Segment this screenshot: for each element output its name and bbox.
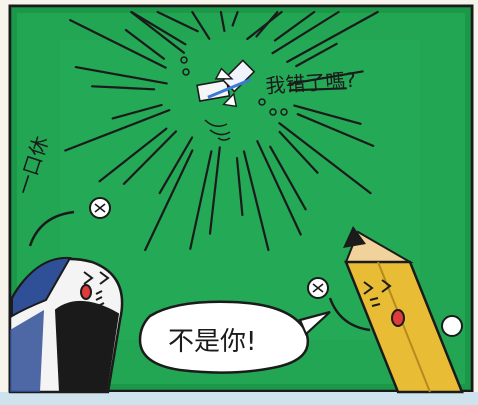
burst-line (296, 113, 375, 147)
speech-bubble: 不是你! (138, 300, 331, 374)
burst-line (255, 10, 279, 38)
burst-line (158, 136, 194, 195)
burst-line (144, 149, 194, 252)
burst-line (69, 19, 167, 69)
burst-line (90, 85, 156, 91)
burst-line (130, 10, 187, 46)
burst-line (278, 122, 372, 195)
burst-line (288, 87, 347, 92)
next-panel-strip (0, 392, 478, 405)
pencil-character (307, 226, 464, 394)
speech-bubble-text: 不是你! (168, 327, 256, 357)
burst-line (208, 146, 221, 235)
burst-lines (64, 10, 379, 252)
burst-line (231, 10, 239, 27)
pencil-face (363, 279, 405, 327)
burst-line (288, 70, 364, 86)
burst-line (286, 10, 379, 64)
eraser-face (80, 271, 110, 307)
burst-line (219, 10, 226, 32)
burst-line (130, 10, 185, 54)
burst-line (293, 104, 362, 125)
burst-line (242, 150, 270, 252)
burst-line (124, 28, 165, 60)
burst-line (273, 10, 316, 42)
broken-chalk-icon (196, 59, 256, 108)
burst-line (278, 130, 319, 174)
burst-line (269, 145, 307, 211)
burst-line (191, 10, 211, 40)
burst-line (122, 130, 178, 185)
burst-line (256, 140, 302, 236)
burst-line (156, 10, 199, 33)
burst-line (98, 127, 168, 183)
burst-line (295, 42, 338, 68)
burst-line (271, 10, 340, 55)
chalk-crumbs (180, 56, 288, 141)
burst-line (189, 150, 213, 250)
burst-line (64, 108, 171, 152)
eraser-character (8, 197, 124, 394)
burst-line (74, 65, 168, 85)
burst-line (235, 157, 244, 217)
burst-line (111, 103, 163, 120)
